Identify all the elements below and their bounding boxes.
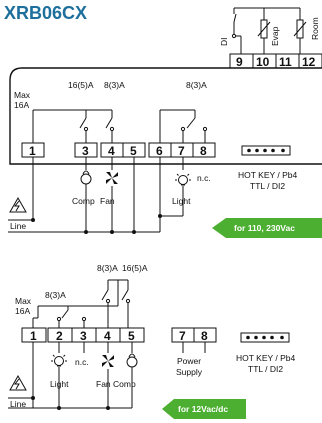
digital-input-switch-icon <box>231 7 264 54</box>
bottom-relay-label-light: 8(3)A <box>45 290 66 300</box>
bottom-terminal-8: 8 <box>201 329 208 343</box>
top-load-comp: Comp <box>72 196 95 206</box>
evap-label: Evap <box>270 26 280 46</box>
bottom-relay-label-fan: 8(3)A <box>97 263 118 273</box>
bottom-terminal-2: 2 <box>56 329 63 343</box>
top-terminal-1: 1 <box>29 144 36 158</box>
bottom-line-label: Line <box>10 399 26 409</box>
power-supply-label-2: Supply <box>176 367 203 377</box>
top-badge: for 110, 230Vac <box>212 218 322 238</box>
top-load-nc: n.c. <box>197 173 211 183</box>
top-terminal-7: 7 <box>178 144 185 158</box>
top-relay-label-1: 16(5)A <box>68 80 94 90</box>
top-line-label: Line <box>10 221 26 231</box>
top-terminal-5: 5 <box>130 144 137 158</box>
bottom-terminal-1: 1 <box>30 329 37 343</box>
bottom-load-nc: n.c. <box>75 357 89 367</box>
bottom-wiring: 8(3)A 16(5)A Max 16A 8(3)A <box>15 263 148 328</box>
top-wiring: Max 16A 16(5)A 8(3)A 8(3)A <box>14 80 207 143</box>
controller-outline <box>9 67 322 165</box>
top-hotkey-connector-icon <box>241 145 291 156</box>
bottom-light-bulb-icon <box>51 354 67 367</box>
top-badge-text: for 110, 230Vac <box>234 223 295 233</box>
device-title: XRB06CX <box>4 3 87 23</box>
top-load-light: Light <box>172 196 191 206</box>
top-loads: Comp Fan Light n.c. <box>8 157 211 234</box>
terminal-10: 10 <box>256 55 270 69</box>
top-relay-label-2: 8(3)A <box>104 80 125 90</box>
top-hotkey-label-1: HOT KEY / Pb4 <box>238 170 297 180</box>
bottom-hotkey-label-1: HOT KEY / Pb4 <box>236 353 295 363</box>
bottom-loads: Light n.c. Fan Comp <box>8 342 138 410</box>
terminal-12: 12 <box>302 55 316 69</box>
compressor-icon <box>80 170 92 185</box>
bottom-terminal-4: 4 <box>104 329 111 343</box>
bottom-badge-text: for 12Vac/dc <box>178 404 228 414</box>
power-supply-label-1: Power <box>177 356 201 366</box>
power-supply-terminals: 7 8 <box>171 327 217 353</box>
bottom-max-label: Max <box>15 296 32 306</box>
bottom-hotkey-label-2: TTL / DI2 <box>248 364 283 374</box>
top-warning-icon <box>9 196 27 213</box>
bottom-max-current: 16A <box>15 306 30 316</box>
fan-icon <box>106 172 118 184</box>
light-bulb-icon <box>175 173 191 186</box>
top-terminal-4: 4 <box>108 144 115 158</box>
evap-probe-icon <box>257 8 271 54</box>
probe-inputs: 9 10 11 12 DI Evap Room <box>219 7 322 69</box>
bottom-warning-icon <box>9 374 27 391</box>
bottom-terminal-5: 5 <box>128 329 135 343</box>
top-max-current: 16A <box>14 100 29 110</box>
di-label: DI <box>219 38 229 47</box>
top-terminal-strip: 1 3 4 5 6 7 8 <box>21 142 216 158</box>
top-terminal-3: 3 <box>82 144 89 158</box>
bottom-hotkey-connector-icon <box>240 332 290 343</box>
top-hotkey-label-2: TTL / DI2 <box>250 181 285 191</box>
bottom-badge: for 12Vac/dc <box>162 399 246 419</box>
room-probe-icon <box>264 7 307 54</box>
bottom-load-fan-comp: Fan Comp <box>96 379 136 389</box>
top-load-fan: Fan <box>100 196 115 206</box>
top-terminal-8: 8 <box>200 144 207 158</box>
bottom-fan-icon <box>102 355 114 367</box>
bottom-relay-label-comp: 16(5)A <box>122 263 148 273</box>
terminal-9: 9 <box>236 55 243 69</box>
bottom-terminal-7: 7 <box>179 329 186 343</box>
top-relay-label-light: 8(3)A <box>186 80 207 90</box>
bottom-load-light: Light <box>50 379 69 389</box>
top-max-label: Max <box>14 90 31 100</box>
bottom-terminal-3: 3 <box>80 329 87 343</box>
bottom-terminal-strip: 1 2 3 4 5 <box>21 327 145 343</box>
terminal-11: 11 <box>279 55 292 69</box>
bottom-compressor-icon <box>126 353 138 368</box>
top-terminal-6: 6 <box>156 144 163 158</box>
room-label: Room <box>310 17 320 40</box>
